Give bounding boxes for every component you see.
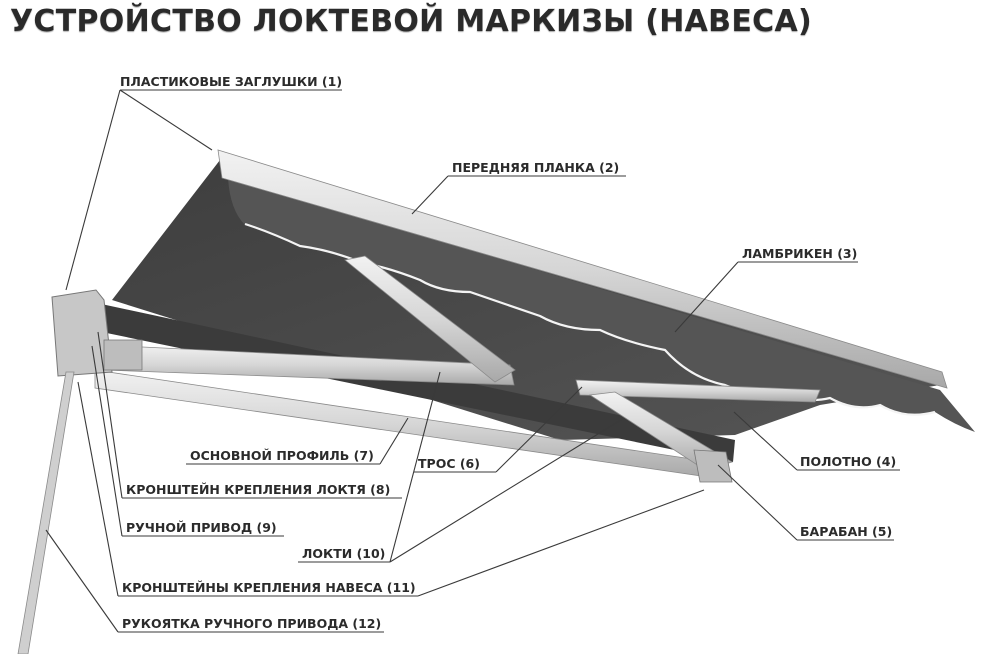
- label-crank-handle: РУКОЯТКА РУЧНОГО ПРИВОДА (12): [122, 616, 381, 631]
- leader-lines: [45, 89, 798, 633]
- label-manual-drive: РУЧНОЙ ПРИВОД (9): [126, 520, 277, 535]
- label-fabric: ПОЛОТНО (4): [800, 454, 896, 469]
- right-bracket-shape: [693, 449, 733, 483]
- crank-handle-rod: [17, 371, 75, 654]
- label-main-profile: ОСНОВНОЙ ПРОФИЛЬ (7): [190, 448, 374, 463]
- label-front-bar: ПЕРЕДНЯЯ ПЛАНКА (2): [452, 160, 619, 175]
- main-profile-shape: [92, 302, 735, 462]
- label-valance: ЛАМБРИКЕН (3): [742, 246, 857, 261]
- label-drum: БАРАБАН (5): [800, 524, 892, 539]
- awning-illustration: [17, 149, 975, 654]
- front-bar-shape: [217, 149, 948, 389]
- elbow-bracket-plate: [103, 339, 143, 371]
- label-cable: ТРОС (6): [418, 456, 480, 471]
- valance-strip: [228, 178, 975, 432]
- diagram-title: УСТРОЙСТВО ЛОКТЕВОЙ МАРКИЗЫ (НАВЕСА): [10, 4, 812, 39]
- label-elbows: ЛОКТИ (10): [302, 546, 385, 561]
- labels: ПЛАСТИКОВЫЕ ЗАГЛУШКИ (1) ПЕРЕДНЯЯ ПЛАНКА…: [118, 74, 900, 633]
- label-plugs: ПЛАСТИКОВЫЕ ЗАГЛУШКИ (1): [120, 74, 342, 89]
- label-elbow-bracket: КРОНШТЕЙН КРЕПЛЕНИЯ ЛОКТЯ (8): [126, 482, 390, 497]
- left-bracket-shape: [51, 289, 113, 377]
- label-mount-brackets: КРОНШТЕЙНЫ КРЕПЛЕНИЯ НАВЕСА (11): [122, 580, 416, 595]
- left-elbow-arm-upper: [344, 255, 516, 383]
